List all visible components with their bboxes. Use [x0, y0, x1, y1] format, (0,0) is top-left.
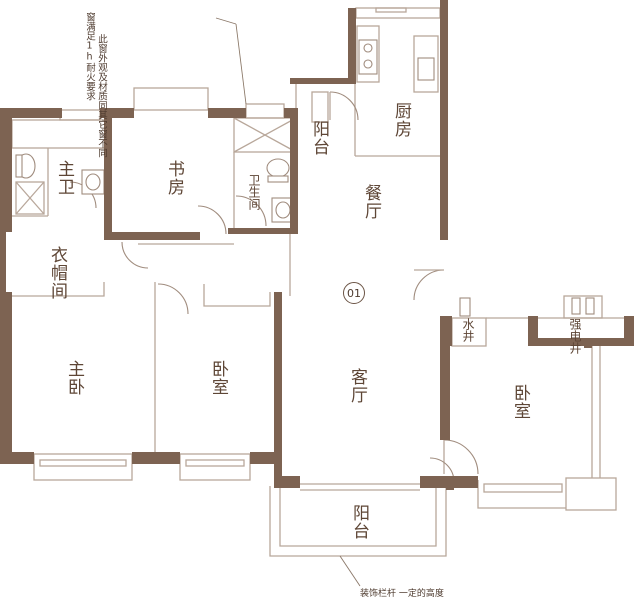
unit-number-badge: 01: [343, 282, 365, 304]
room-label-cloakroom: 衣帽间: [47, 246, 67, 300]
doors: [69, 91, 479, 483]
room-label-bedroom-2: 卧室: [510, 384, 530, 420]
walls: [0, 0, 634, 490]
room-label-front-balcony: 阳台: [349, 504, 369, 540]
kitchen-window-note: 窗满足1h耐火要求: [84, 12, 95, 101]
room-label-living: 客厅: [347, 368, 367, 404]
room-label-water-shaft: 水井: [461, 318, 475, 342]
room-label-dining: 餐厅: [361, 184, 381, 220]
room-label-bedroom-1: 卧室: [208, 360, 228, 396]
room-label-kitchen-balcony: 阳台: [309, 120, 329, 156]
railing-note: 装饰栏杆 一定的高度: [360, 589, 444, 599]
room-label-master-bedroom: 主卧: [64, 360, 84, 396]
room-label-kitchen: 厨房: [391, 102, 411, 138]
room-label-guest-bath: 卫生间: [247, 174, 261, 210]
bath-window-note: 此窗外观及材质同其它窗不同: [96, 34, 107, 158]
leader-lines: [215, 17, 361, 587]
room-label-strong-current-shaft: 强电井: [568, 318, 582, 354]
room-label-master-bath: 主卫: [54, 160, 74, 196]
room-label-study: 书房: [164, 160, 184, 196]
